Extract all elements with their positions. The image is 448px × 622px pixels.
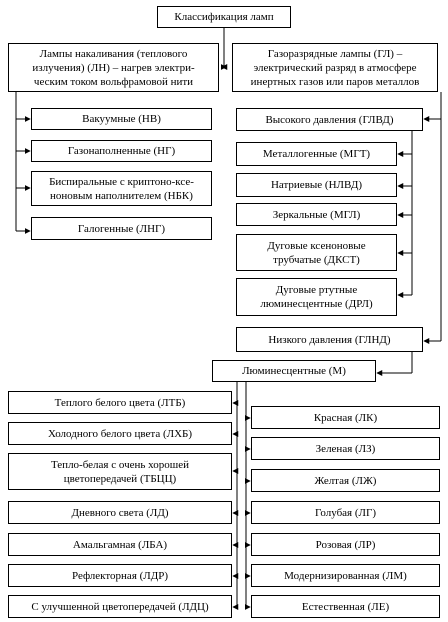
fluorescent-right-item: Красная (ЛК) — [251, 406, 440, 429]
fluorescent-left-item: Рефлекторная (ЛДР) — [8, 564, 232, 587]
high-item-mercury: Дуговые ртутные люминесцентные (ДРЛ) — [236, 278, 397, 316]
title-box: Классификация ламп — [157, 6, 291, 28]
fluorescent-right-item: Голубая (ЛГ) — [251, 501, 440, 524]
fluorescent-right-item: Модернизированная (ЛМ) — [251, 564, 440, 587]
discharge-header-box: Газоразрядные лампы (ГЛ) – электрический… — [232, 43, 438, 92]
incandescent-item-bispiral: Биспиральные с криптоно-ксе- ноновым нап… — [31, 171, 212, 206]
fluorescent-right-item: Зеленая (ЛЗ) — [251, 437, 440, 460]
high-pressure-box: Высокого давления (ГЛВД) — [236, 108, 423, 131]
incandescent-item-halogen: Галогенные (ЛНГ) — [31, 217, 212, 240]
fluorescent-left-item: Холодного белого цвета (ЛХБ) — [8, 422, 232, 445]
fluorescent-box: Люминесцентные (М) — [212, 360, 376, 382]
low-pressure-box: Низкого давления (ГЛНД) — [236, 327, 423, 352]
high-item-xenon: Дуговые ксеноновые трубчатые (ДКСТ) — [236, 234, 397, 271]
incandescent-item-gasfilled: Газонаполненные (НГ) — [31, 140, 212, 162]
fluorescent-right-item: Розовая (ЛР) — [251, 533, 440, 556]
incandescent-item-vacuum: Вакуумные (НВ) — [31, 108, 212, 130]
fluorescent-left-item: Амальгамная (ЛБА) — [8, 533, 232, 556]
fluorescent-right-item: Естественная (ЛЕ) — [251, 595, 440, 618]
incandescent-header-box: Лампы накаливания (теплового излучения) … — [8, 43, 219, 92]
high-item-metalhalide: Металлогенные (МГТ) — [236, 142, 397, 166]
fluorescent-right-item: Желтая (ЛЖ) — [251, 469, 440, 492]
fluorescent-left-item: Тепло-белая с очень хорошей цветопередач… — [8, 453, 232, 490]
high-item-mirror: Зеркальные (МГЛ) — [236, 203, 397, 226]
fluorescent-left-item: Дневного света (ЛД) — [8, 501, 232, 524]
fluorescent-left-item: С улучшенной цветопередачей (ЛДЦ) — [8, 595, 232, 618]
fluorescent-left-item: Теплого белого цвета (ЛТБ) — [8, 391, 232, 414]
high-item-sodium: Натриевые (НЛВД) — [236, 173, 397, 197]
